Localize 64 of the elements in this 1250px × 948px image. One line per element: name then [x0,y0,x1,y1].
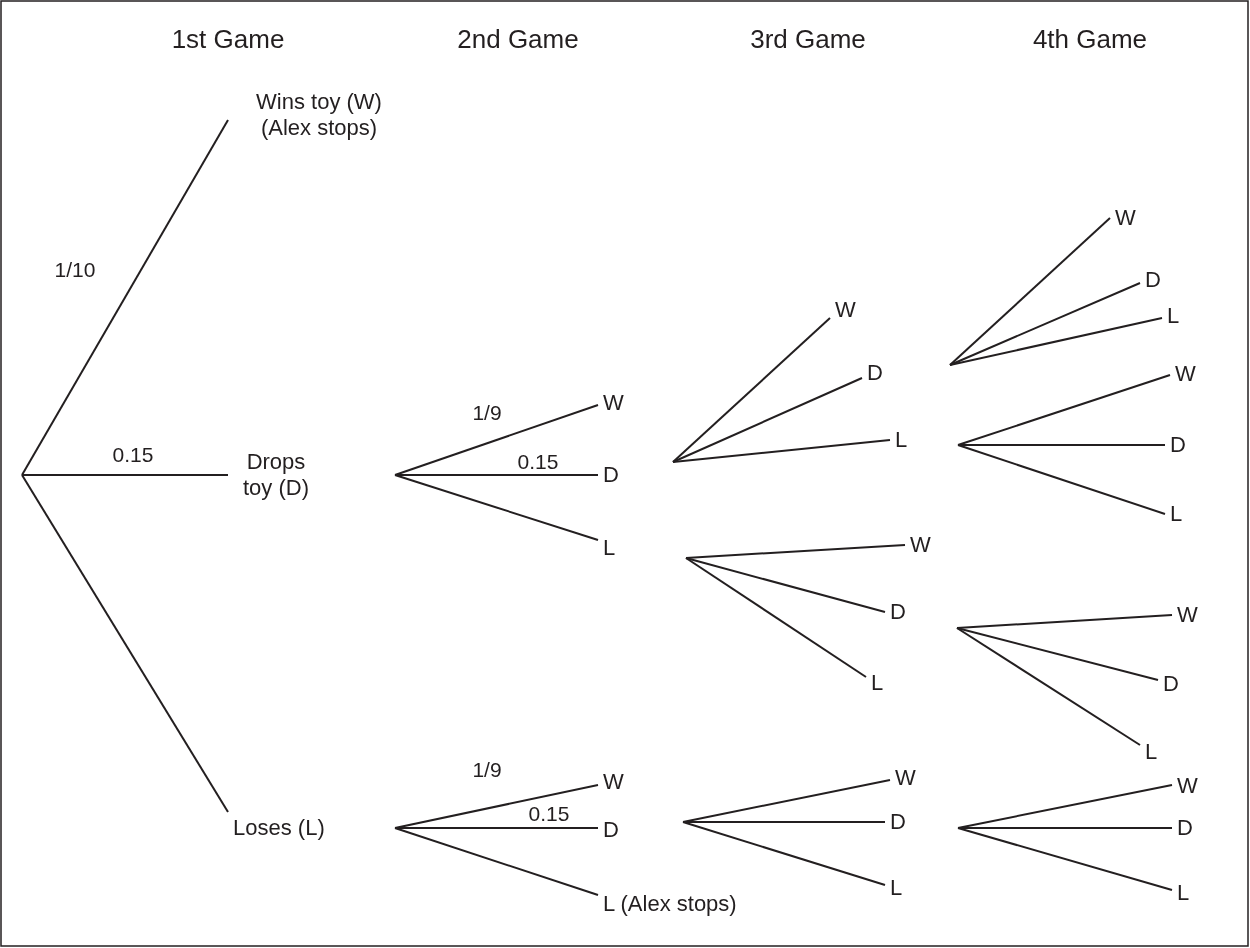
outcome-label: Drops toy (D) [233,449,319,501]
outcome-label: L [1167,303,1180,329]
column-heading: 2nd Game [457,24,579,55]
outcome-label: Loses (L) [233,815,325,841]
branch-line [956,627,1159,681]
outcome-label: W [1115,205,1136,231]
branch-line [21,474,229,813]
outcome-label: L [603,535,616,561]
branch-line [394,474,599,541]
outcome-label: L [1170,501,1183,527]
branch-line [956,627,1141,746]
branch-line [957,374,1171,446]
outcome-label: L [890,875,903,901]
branch-line [21,119,229,476]
outcome-label: L (Alex stops) [603,891,737,917]
branch-line [956,614,1173,629]
outcome-label: Wins toy (W) (Alex stops) [233,89,405,141]
outcome-label: W [1175,361,1196,387]
outcome-label: D [603,462,619,488]
column-heading: 1st Game [171,24,285,55]
outcome-label: L [871,670,884,696]
outcome-label: L [1177,880,1190,906]
outcome-label: L [1145,739,1158,765]
branch-line [957,827,1173,891]
outcome-label: W [603,769,624,795]
branch-line [949,317,1163,366]
branch-line [957,784,1173,829]
outcome-label: D [890,809,906,835]
outcome-label: D [603,817,619,843]
branch-line [685,544,906,559]
branch-line [957,444,1166,446]
outcome-label: D [890,599,906,625]
outcome-label: D [1145,267,1161,293]
outcome-label: D [1177,815,1193,841]
outcome-label: L [895,427,908,453]
outcome-label: W [895,765,916,791]
outcome-label: D [1163,671,1179,697]
branch-line [672,317,831,463]
branch-line [672,439,891,463]
outcome-label: D [867,360,883,386]
outcome-label: W [603,390,624,416]
outcome-label: W [835,297,856,323]
branch-line [957,444,1166,515]
branch-line [682,821,886,886]
branch-line [685,557,886,613]
outcome-label: W [910,532,931,558]
branch-line [21,474,229,476]
branch-line [394,827,599,896]
branch-line [685,557,867,678]
branch-line [394,827,599,829]
outcome-label: W [1177,773,1198,799]
branch-line [394,404,599,476]
branch-line [957,827,1173,829]
column-heading: 3rd Game [750,24,866,55]
branch-line [394,784,599,829]
branch-line [949,217,1111,366]
branch-line [682,821,886,823]
branch-line [949,282,1141,366]
branch-line [682,779,891,823]
outcome-label: D [1170,432,1186,458]
outcome-label: W [1177,602,1198,628]
branch-line [394,474,599,476]
branch-line [672,377,863,463]
column-heading: 4th Game [1032,24,1148,55]
